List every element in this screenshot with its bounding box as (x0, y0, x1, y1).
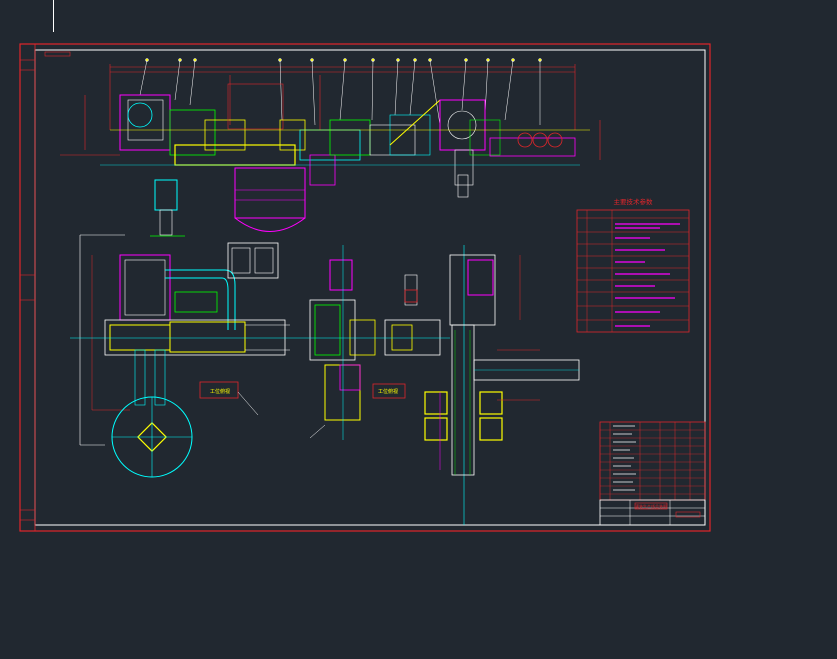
title-block-name: 灌装生产线总装图 (635, 503, 667, 509)
drawing-frame (19, 43, 711, 532)
top-elevation-callouts (139, 58, 542, 126)
right-plan-view (424, 245, 580, 525)
middle-view-label: 工位俯视 (378, 388, 398, 395)
middle-plan-view (300, 245, 450, 440)
spec-table-title: 主要技术参数 (614, 197, 654, 206)
left-plan-view (70, 179, 300, 478)
top-elevation-machines (100, 83, 590, 232)
cursor-crosshair (53, 0, 54, 32)
title-block (599, 499, 706, 526)
spec-table (576, 209, 690, 333)
parts-list (599, 421, 706, 501)
top-elevation-dimensions (60, 64, 601, 160)
left-view-label: 工位俯视 (210, 388, 230, 395)
